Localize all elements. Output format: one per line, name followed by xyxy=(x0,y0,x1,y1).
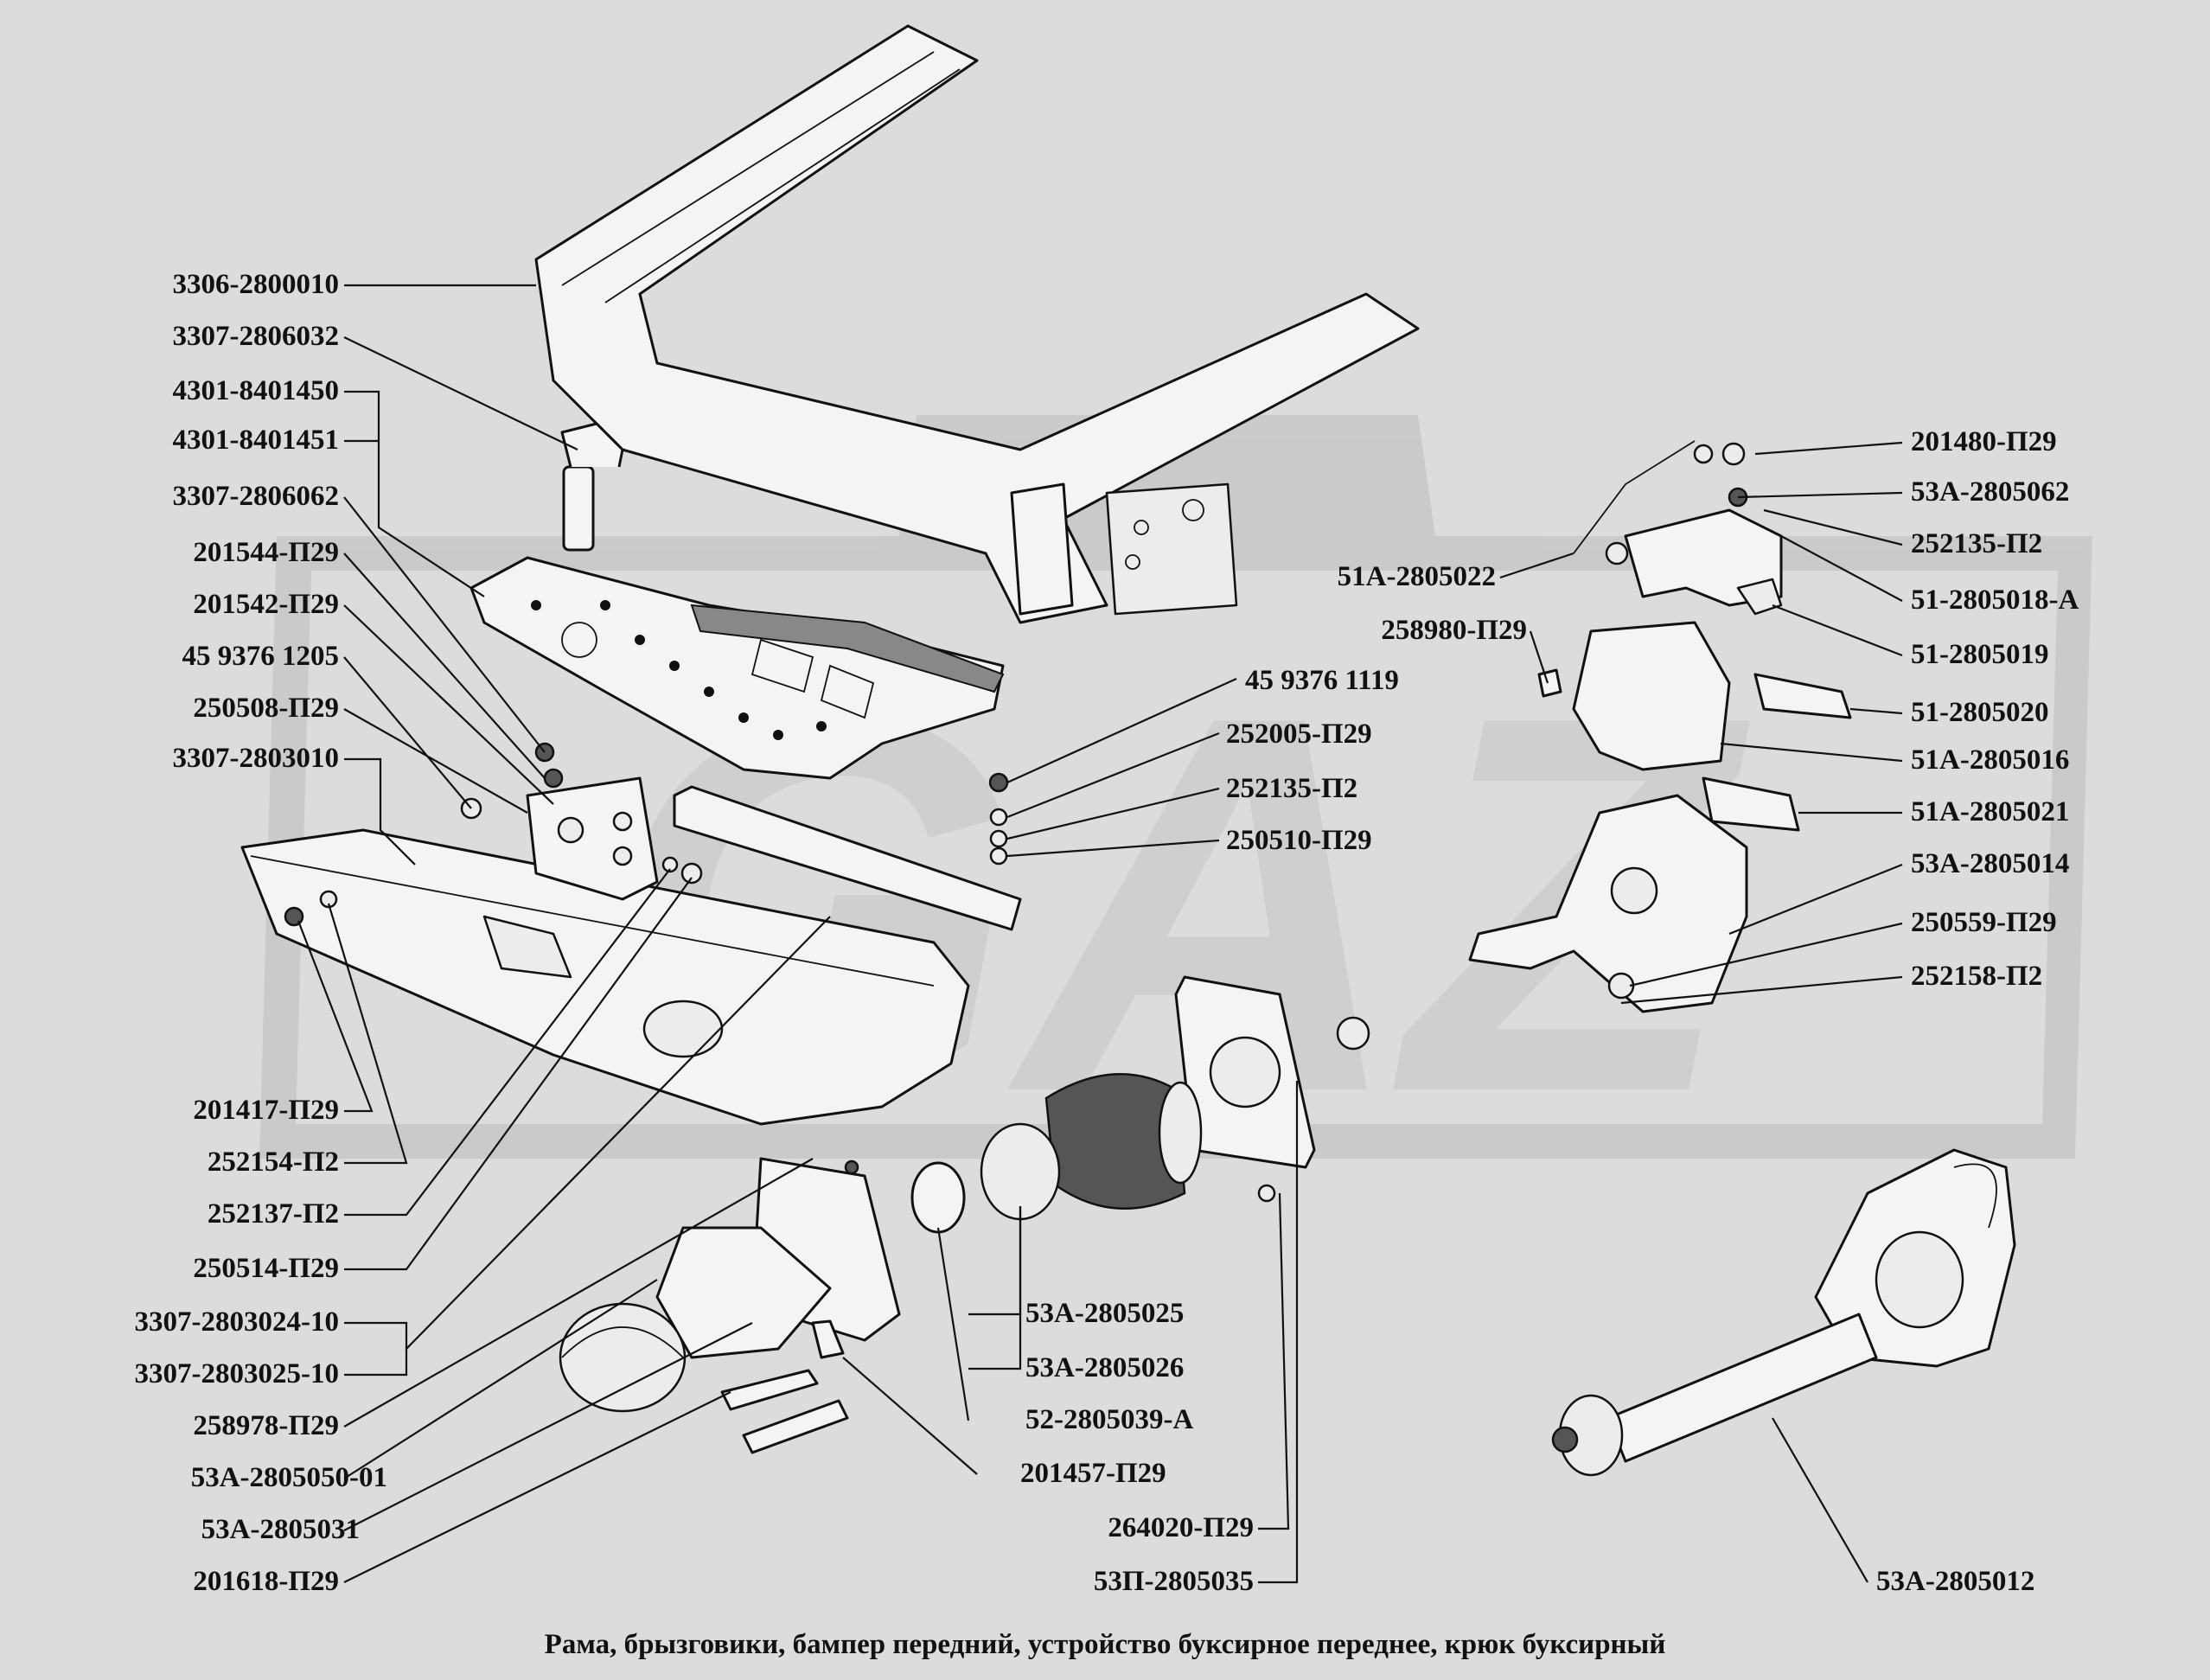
label-washer-252135-right: 252135-П2 xyxy=(1911,528,2043,559)
bracket-part xyxy=(526,776,659,901)
tow-device-center xyxy=(559,975,1370,1454)
label-latch-018: 51-2805018-А xyxy=(1911,584,2079,616)
label-hook-complete: 53А-2805012 xyxy=(1876,1566,2035,1597)
label-bolt-201417: 201417-П29 xyxy=(193,1095,339,1126)
bumper-part xyxy=(240,828,970,1126)
mudguard-part xyxy=(469,556,1005,780)
label-hook-014: 53А-2805014 xyxy=(1911,848,2070,879)
label-chain: 51А-2805022 xyxy=(1337,561,1496,592)
diagram-caption: Рама, брызговики, бампер передний, устро… xyxy=(544,1629,1666,1660)
label-mudguard-right: 4301-8401451 xyxy=(172,425,340,456)
label-plate-062: 53А-2805062 xyxy=(1911,476,2070,508)
label-grease-fitting: 264020-П29 xyxy=(1108,1512,1254,1543)
label-washer-252154: 252154-П2 xyxy=(207,1147,339,1178)
label-washer-53a-25: 53А-2805025 xyxy=(1025,1298,1185,1329)
label-stop-019: 51-2805019 xyxy=(1911,639,2049,670)
label-cap: 53А-2805050-01 xyxy=(190,1462,387,1493)
label-bolt-201480: 201480-П29 xyxy=(1911,426,2057,457)
label-bolt-201544: 201544-П29 xyxy=(193,537,339,568)
label-pin-258980: 258980-П29 xyxy=(1381,615,1527,646)
label-housing: 53А-2805031 xyxy=(201,1514,360,1545)
label-bolt-201618: 201618-П29 xyxy=(193,1566,339,1597)
label-bolt-201542: 201542-П29 xyxy=(193,589,339,620)
washer-stack xyxy=(988,772,1009,866)
label-nut-52-039: 52-2805039-А xyxy=(1025,1404,1194,1435)
label-nut-250514: 250514-П29 xyxy=(193,1253,339,1284)
label-washer-252137: 252137-П2 xyxy=(207,1198,339,1230)
label-mudguard-left: 4301-8401450 xyxy=(172,375,340,406)
label-bolt-1119: 45 9376 1119 xyxy=(1245,665,1399,696)
label-buffer: 53П-2805035 xyxy=(1093,1566,1254,1597)
label-washer-252005: 252005-П29 xyxy=(1226,719,1372,750)
leader-lines xyxy=(297,284,1903,1584)
label-bracket: 3307-2806062 xyxy=(172,481,340,512)
label-bolt-201457: 201457-П29 xyxy=(1020,1458,1166,1489)
label-body-016: 51А-2805016 xyxy=(1911,744,2070,776)
label-pin-258978: 258978-П29 xyxy=(193,1410,339,1441)
label-pin-021: 51А-2805021 xyxy=(1911,796,2070,827)
label-washer-53a-26: 53А-2805026 xyxy=(1025,1352,1185,1383)
complete-hook xyxy=(1551,1148,2016,1477)
frame-part xyxy=(534,24,1420,624)
tow-hook-assembly xyxy=(1468,440,1852,1013)
label-frame: 3306-2800010 xyxy=(172,269,340,300)
label-nut-250559: 250559-П29 xyxy=(1911,907,2057,938)
label-washer-252135-center: 252135-П2 xyxy=(1226,773,1358,804)
pin-part xyxy=(560,422,624,552)
label-bumper: 3307-2803010 xyxy=(172,743,340,774)
label-axle-020: 51-2805020 xyxy=(1911,697,2049,728)
label-pin: 3307-2806032 xyxy=(172,321,340,352)
strip-part xyxy=(673,785,1022,931)
label-nut-1205: 45 9376 1205 xyxy=(182,641,340,672)
label-nut-250510: 250510-П29 xyxy=(1226,825,1372,856)
label-washer-252158: 252158-П2 xyxy=(1911,961,2043,992)
label-nut-250508: 250508-П29 xyxy=(193,693,339,724)
label-strip-25: 3307-2803025-10 xyxy=(134,1358,339,1389)
label-strip-24: 3307-2803024-10 xyxy=(134,1306,339,1338)
